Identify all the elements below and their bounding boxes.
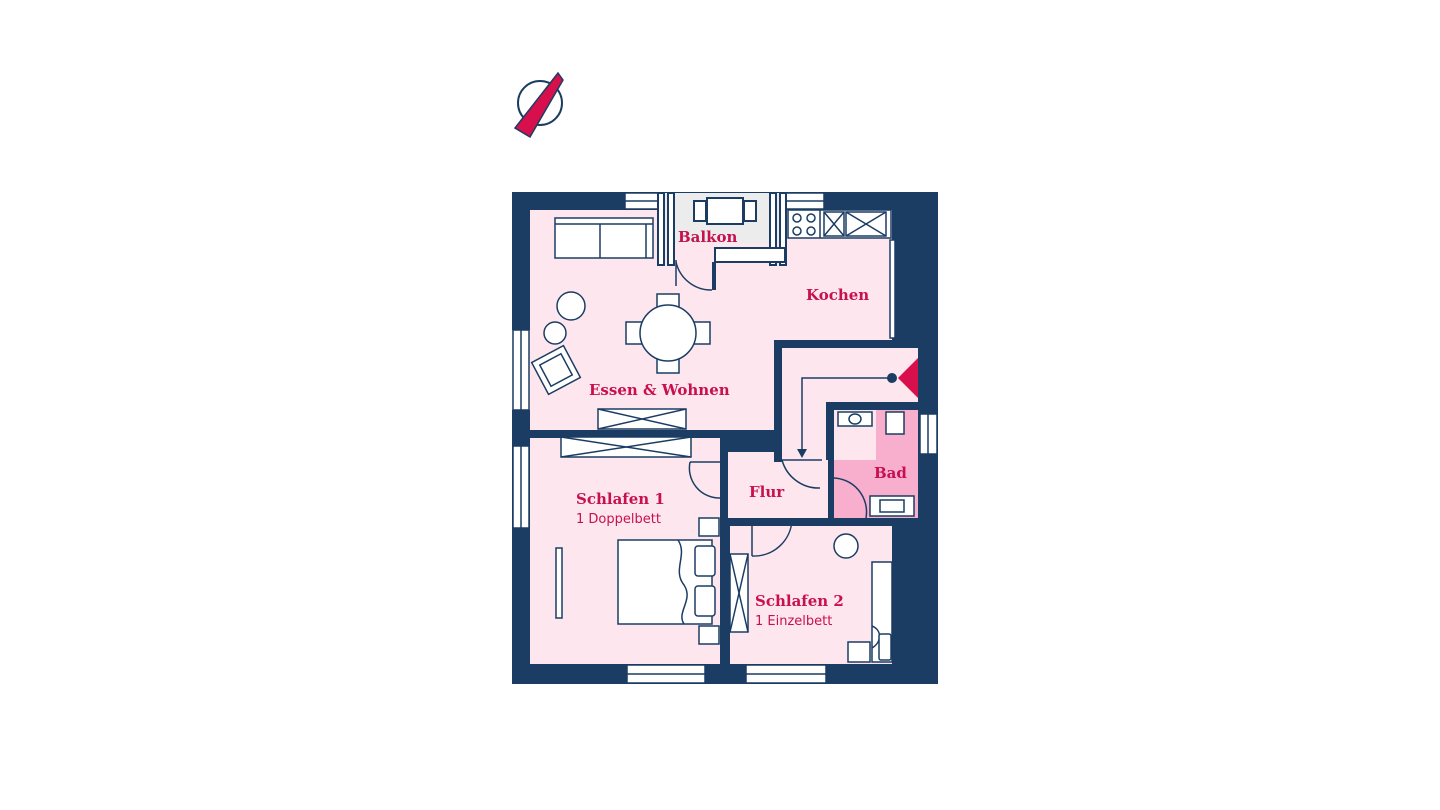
room-labels: Balkon Kochen Essen & Wohnen Schlafen 1 … xyxy=(576,228,907,629)
room-label-bad: Bad xyxy=(874,464,907,482)
bedroom2-furniture xyxy=(729,533,893,663)
kitchen-furniture xyxy=(787,209,892,239)
room-label-kochen: Kochen xyxy=(806,286,869,304)
shower xyxy=(885,411,905,435)
floor-hallway xyxy=(728,452,828,520)
doors xyxy=(675,260,868,557)
room-detail-schlafen1: 1 Doppelbett xyxy=(576,512,661,527)
plant-pot xyxy=(543,321,567,345)
armchair xyxy=(530,344,582,396)
windows xyxy=(512,192,938,684)
side-table xyxy=(556,291,586,321)
double-bed xyxy=(617,539,713,625)
north-arrow-icon xyxy=(513,71,564,139)
dining-table xyxy=(639,304,697,362)
room-label-schlafen2: Schlafen 2 xyxy=(755,592,844,610)
bedroom1-furniture xyxy=(560,436,720,645)
balcony-furniture xyxy=(657,192,787,266)
floor-bedroom2 xyxy=(730,526,892,664)
living-furniture xyxy=(530,217,711,430)
stove-icon xyxy=(792,213,816,236)
pillow xyxy=(694,545,716,577)
balcony-table xyxy=(706,197,744,225)
room-label-balkon: Balkon xyxy=(678,228,737,246)
hallway-features xyxy=(797,358,918,458)
room-label-schlafen1: Schlafen 1 xyxy=(576,490,665,508)
pillow xyxy=(694,585,716,617)
interior-walls xyxy=(530,340,926,684)
room-detail-schlafen2: 1 Einzelbett xyxy=(755,614,832,629)
entry-marker-icon xyxy=(898,358,918,398)
room-label-essen-wohnen: Essen & Wohnen xyxy=(589,381,730,399)
room-label-flur: Flur xyxy=(749,483,785,501)
bath-fixtures xyxy=(837,411,915,517)
